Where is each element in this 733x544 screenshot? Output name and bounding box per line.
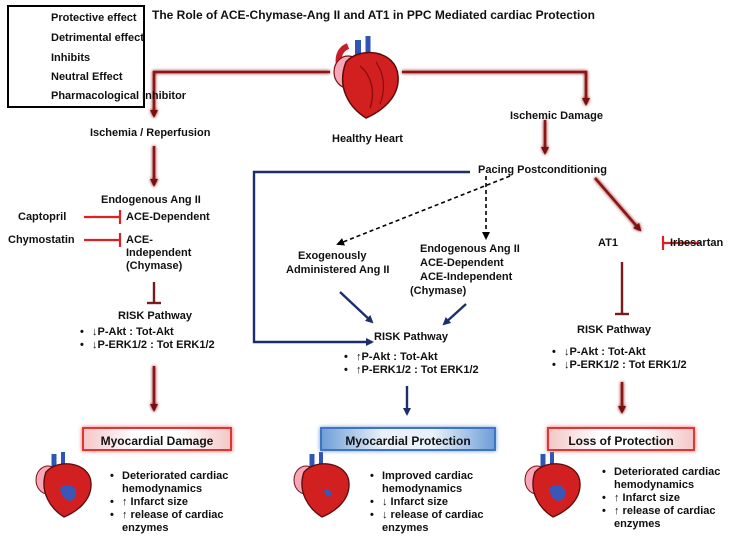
list-item: hemodynamics <box>368 483 484 496</box>
endogenous-mid-line-2: ACE-Dependent <box>420 257 504 269</box>
list-item: ↑ release of cardiac <box>108 509 228 522</box>
risk-pathway-right-node: RISK Pathway <box>577 324 651 336</box>
captopril-label: Captopril <box>18 211 67 223</box>
list-item-continuation: enzymes <box>614 518 661 530</box>
list-item: ↑ release of cardiac <box>600 505 720 518</box>
ace-independent-left-line-1: ACE- <box>126 234 153 246</box>
exogenous-line-1: Exogenously <box>298 250 367 262</box>
at1-node: AT1 <box>598 237 618 249</box>
list-item: ↓P-ERK1/2 : Tot ERK1/2 <box>78 339 215 352</box>
detrimental-connectors <box>150 70 642 414</box>
irbesartan-label: Irbesartan <box>670 237 724 249</box>
exogenous-line-2: Administered Ang II <box>286 264 390 276</box>
heart-mid-icon <box>293 452 350 518</box>
legend-label: Inhibits <box>51 52 91 64</box>
list-item: ↓ release of cardiac <box>368 509 484 522</box>
list-item: hemodynamics <box>600 479 720 492</box>
protective-connectors <box>252 170 470 416</box>
list-item: enzymes <box>600 518 720 531</box>
list-item-continuation: enzymes <box>382 522 429 534</box>
list-item: ↑ Infarct size <box>108 496 228 509</box>
list-item: Deteriorated cardiac <box>108 470 228 483</box>
neutral-connectors <box>336 175 511 246</box>
damaged-heart-left-icon <box>35 452 92 518</box>
arrow-endogenous-to-risk-mid <box>442 303 467 326</box>
diagram-title: The Role of ACE-Chymase-Ang II and AT1 i… <box>152 8 595 22</box>
list-item: enzymes <box>108 522 228 535</box>
list-item-continuation: hemodynamics <box>382 483 463 495</box>
effects-left-list: Deteriorated cardiac hemodynamics ↑ Infa… <box>108 470 228 535</box>
endogenous-mid-line-3: ACE-Independent <box>420 271 513 283</box>
list-item: ↓P-Akt : Tot-Akt <box>550 346 687 359</box>
list-item: ↑P-ERK1/2 : Tot ERK1/2 <box>342 364 479 377</box>
arrow-heart-to-ischemic-damage <box>402 70 590 106</box>
ischemic-damage-node: Ischemic Damage <box>510 110 603 122</box>
arrow-pacing-to-risk-mid <box>252 170 470 346</box>
list-item: hemodynamics <box>108 483 228 496</box>
list-item: ↓ Infarct size <box>368 496 484 509</box>
risk-mid-list: ↑P-Akt : Tot-Akt ↑P-ERK1/2 : Tot ERK1/2 <box>342 351 479 377</box>
arrow-pacing-to-at1 <box>594 177 642 232</box>
effects-right-list: Deteriorated cardiac hemodynamics ↑ Infa… <box>600 466 720 531</box>
arrow-pacing-to-exogenous <box>336 175 511 246</box>
chymostatin-label: Chymostatin <box>8 234 75 246</box>
ace-independent-left-line-3: (Chymase) <box>126 260 183 272</box>
damaged-heart-right-icon <box>524 452 581 518</box>
list-item: enzymes <box>368 522 484 535</box>
list-item: ↓P-Akt : Tot-Akt <box>78 326 215 339</box>
healthy-heart-label: Healthy Heart <box>332 133 403 145</box>
legend-label: Detrimental effect <box>51 32 144 44</box>
legend-label: Neutral Effect <box>51 71 123 83</box>
endogenous-mid-line-1: Endogenous Ang II <box>420 243 520 255</box>
risk-pathway-left-node: RISK Pathway <box>118 310 192 322</box>
legend: Protective effect Detrimental effect Inh… <box>7 5 186 108</box>
list-item: ↑ Infarct size <box>600 492 720 505</box>
ischemia-reperfusion-node: Ischemia / Reperfusion <box>90 127 211 139</box>
list-item: ↑P-Akt : Tot-Akt <box>342 351 479 364</box>
myocardial-protection-box: Myocardial Protection <box>320 427 496 451</box>
legend-label: Protective effect <box>51 12 137 24</box>
risk-right-list: ↓P-Akt : Tot-Akt ↓P-ERK1/2 : Tot ERK1/2 <box>550 346 687 372</box>
endogenous-ang-ii-left-node: Endogenous Ang II <box>101 194 201 206</box>
inhibitor-connectors <box>84 210 700 250</box>
list-item: ↓P-ERK1/2 : Tot ERK1/2 <box>550 359 687 372</box>
loss-of-protection-box: Loss of Protection <box>547 427 695 451</box>
list-item-continuation: hemodynamics <box>614 479 695 491</box>
risk-pathway-mid-node: RISK Pathway <box>374 331 448 343</box>
legend-label: Pharmacological Inhibitor <box>51 90 187 102</box>
list-item-continuation: hemodynamics <box>122 483 203 495</box>
endogenous-mid-line-4: (Chymase) <box>410 285 467 297</box>
ace-independent-left-line-2: Independent <box>126 247 192 259</box>
ace-dependent-left-node: ACE-Dependent <box>126 211 210 223</box>
myocardial-damage-box: Myocardial Damage <box>82 427 232 451</box>
arrow-exogenous-to-risk-mid <box>339 291 374 324</box>
inhibits-connectors <box>147 262 629 316</box>
list-item: Deteriorated cardiac <box>600 466 720 479</box>
list-item: Improved cardiac <box>368 470 484 483</box>
risk-left-list: ↓P-Akt : Tot-Akt ↓P-ERK1/2 : Tot ERK1/2 <box>78 326 215 352</box>
healthy-heart-icon <box>333 36 399 119</box>
list-item-continuation: enzymes <box>122 522 169 534</box>
effects-mid-list: Improved cardiac hemodynamics ↓ Infarct … <box>368 470 484 535</box>
pacing-postconditioning-node: Pacing Postconditioning <box>478 164 607 176</box>
arrow-heart-to-ischemia <box>150 70 330 118</box>
